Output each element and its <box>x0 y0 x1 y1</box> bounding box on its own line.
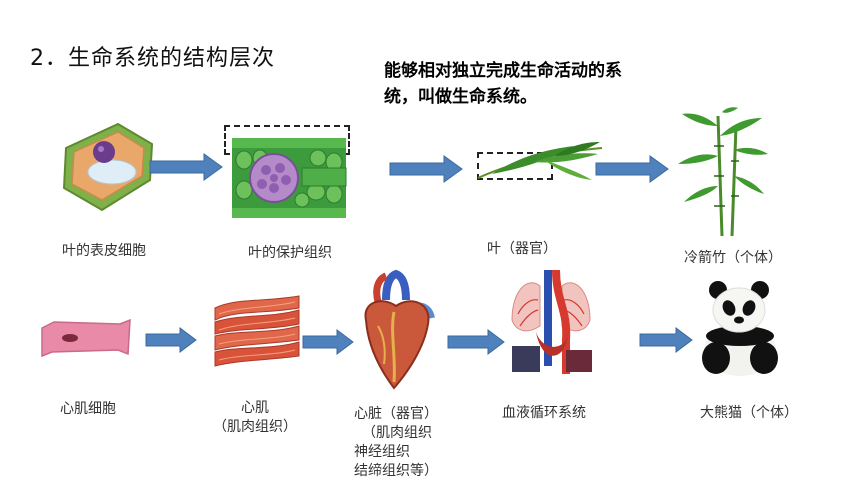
label-bamboo-individual: 冷箭竹（个体） <box>684 250 782 266</box>
leaf-epidermal-cell-image <box>62 122 154 212</box>
label-muscle-line-1: 心肌 <box>241 400 269 416</box>
arrow-cell-to-muscle <box>145 327 197 353</box>
label-leaf-epidermal-cell: 叶的表皮细胞 <box>62 243 146 259</box>
label-heart-organ: 心脏（器官） （肌肉组织 神经组织 结缔组织等） <box>354 405 438 481</box>
giant-panda-image <box>702 281 778 376</box>
cardiac-muscle-cell-image <box>41 318 131 358</box>
label-leaf-protective-tissue: 叶的保护组织 <box>248 245 332 261</box>
bamboo-leaf-image <box>477 142 603 180</box>
label-panda-individual: 大熊猫（个体） <box>700 405 798 421</box>
arrow-muscle-to-heart <box>302 329 354 355</box>
label-heart-line-4: 结缔组织等） <box>354 463 438 479</box>
label-heart-line-1: 心脏（器官） <box>354 406 438 422</box>
arrow-system-to-panda <box>639 327 693 353</box>
heart-organ-image <box>364 269 435 390</box>
arrow-cell-to-tissue <box>149 153 223 181</box>
label-circulatory-system: 血液循环系统 <box>502 405 586 421</box>
bamboo-plant-image <box>678 107 768 237</box>
label-cardiac-muscle-cell: 心肌细胞 <box>60 401 116 417</box>
label-leaf-organ: 叶（器官） <box>487 241 557 257</box>
arrow-heart-to-system <box>447 329 505 355</box>
organ-dashed-box <box>477 152 553 180</box>
leaf-protective-tissue-image <box>232 138 347 218</box>
definition-line-1: 能够相对独立完成生命活动的系 <box>384 61 622 81</box>
circulatory-system-image <box>511 269 592 374</box>
label-muscle-line-2: （肌肉组织） <box>213 419 297 435</box>
label-heart-line-2: （肌肉组织 <box>362 425 432 441</box>
definition-text: 能够相对独立完成生命活动的系 统，叫做生命系统。 <box>384 58 704 110</box>
slide-title: 2．生命系统的结构层次 <box>30 46 275 71</box>
label-cardiac-muscle-tissue: 心肌 （肌肉组织） <box>205 399 305 437</box>
label-heart-line-3: 神经组织 <box>354 444 410 460</box>
arrow-organ-to-individual <box>595 155 669 183</box>
definition-line-2: 统，叫做生命系统。 <box>384 87 537 107</box>
cardiac-muscle-tissue-image <box>214 295 300 367</box>
arrow-tissue-to-organ <box>389 155 463 183</box>
